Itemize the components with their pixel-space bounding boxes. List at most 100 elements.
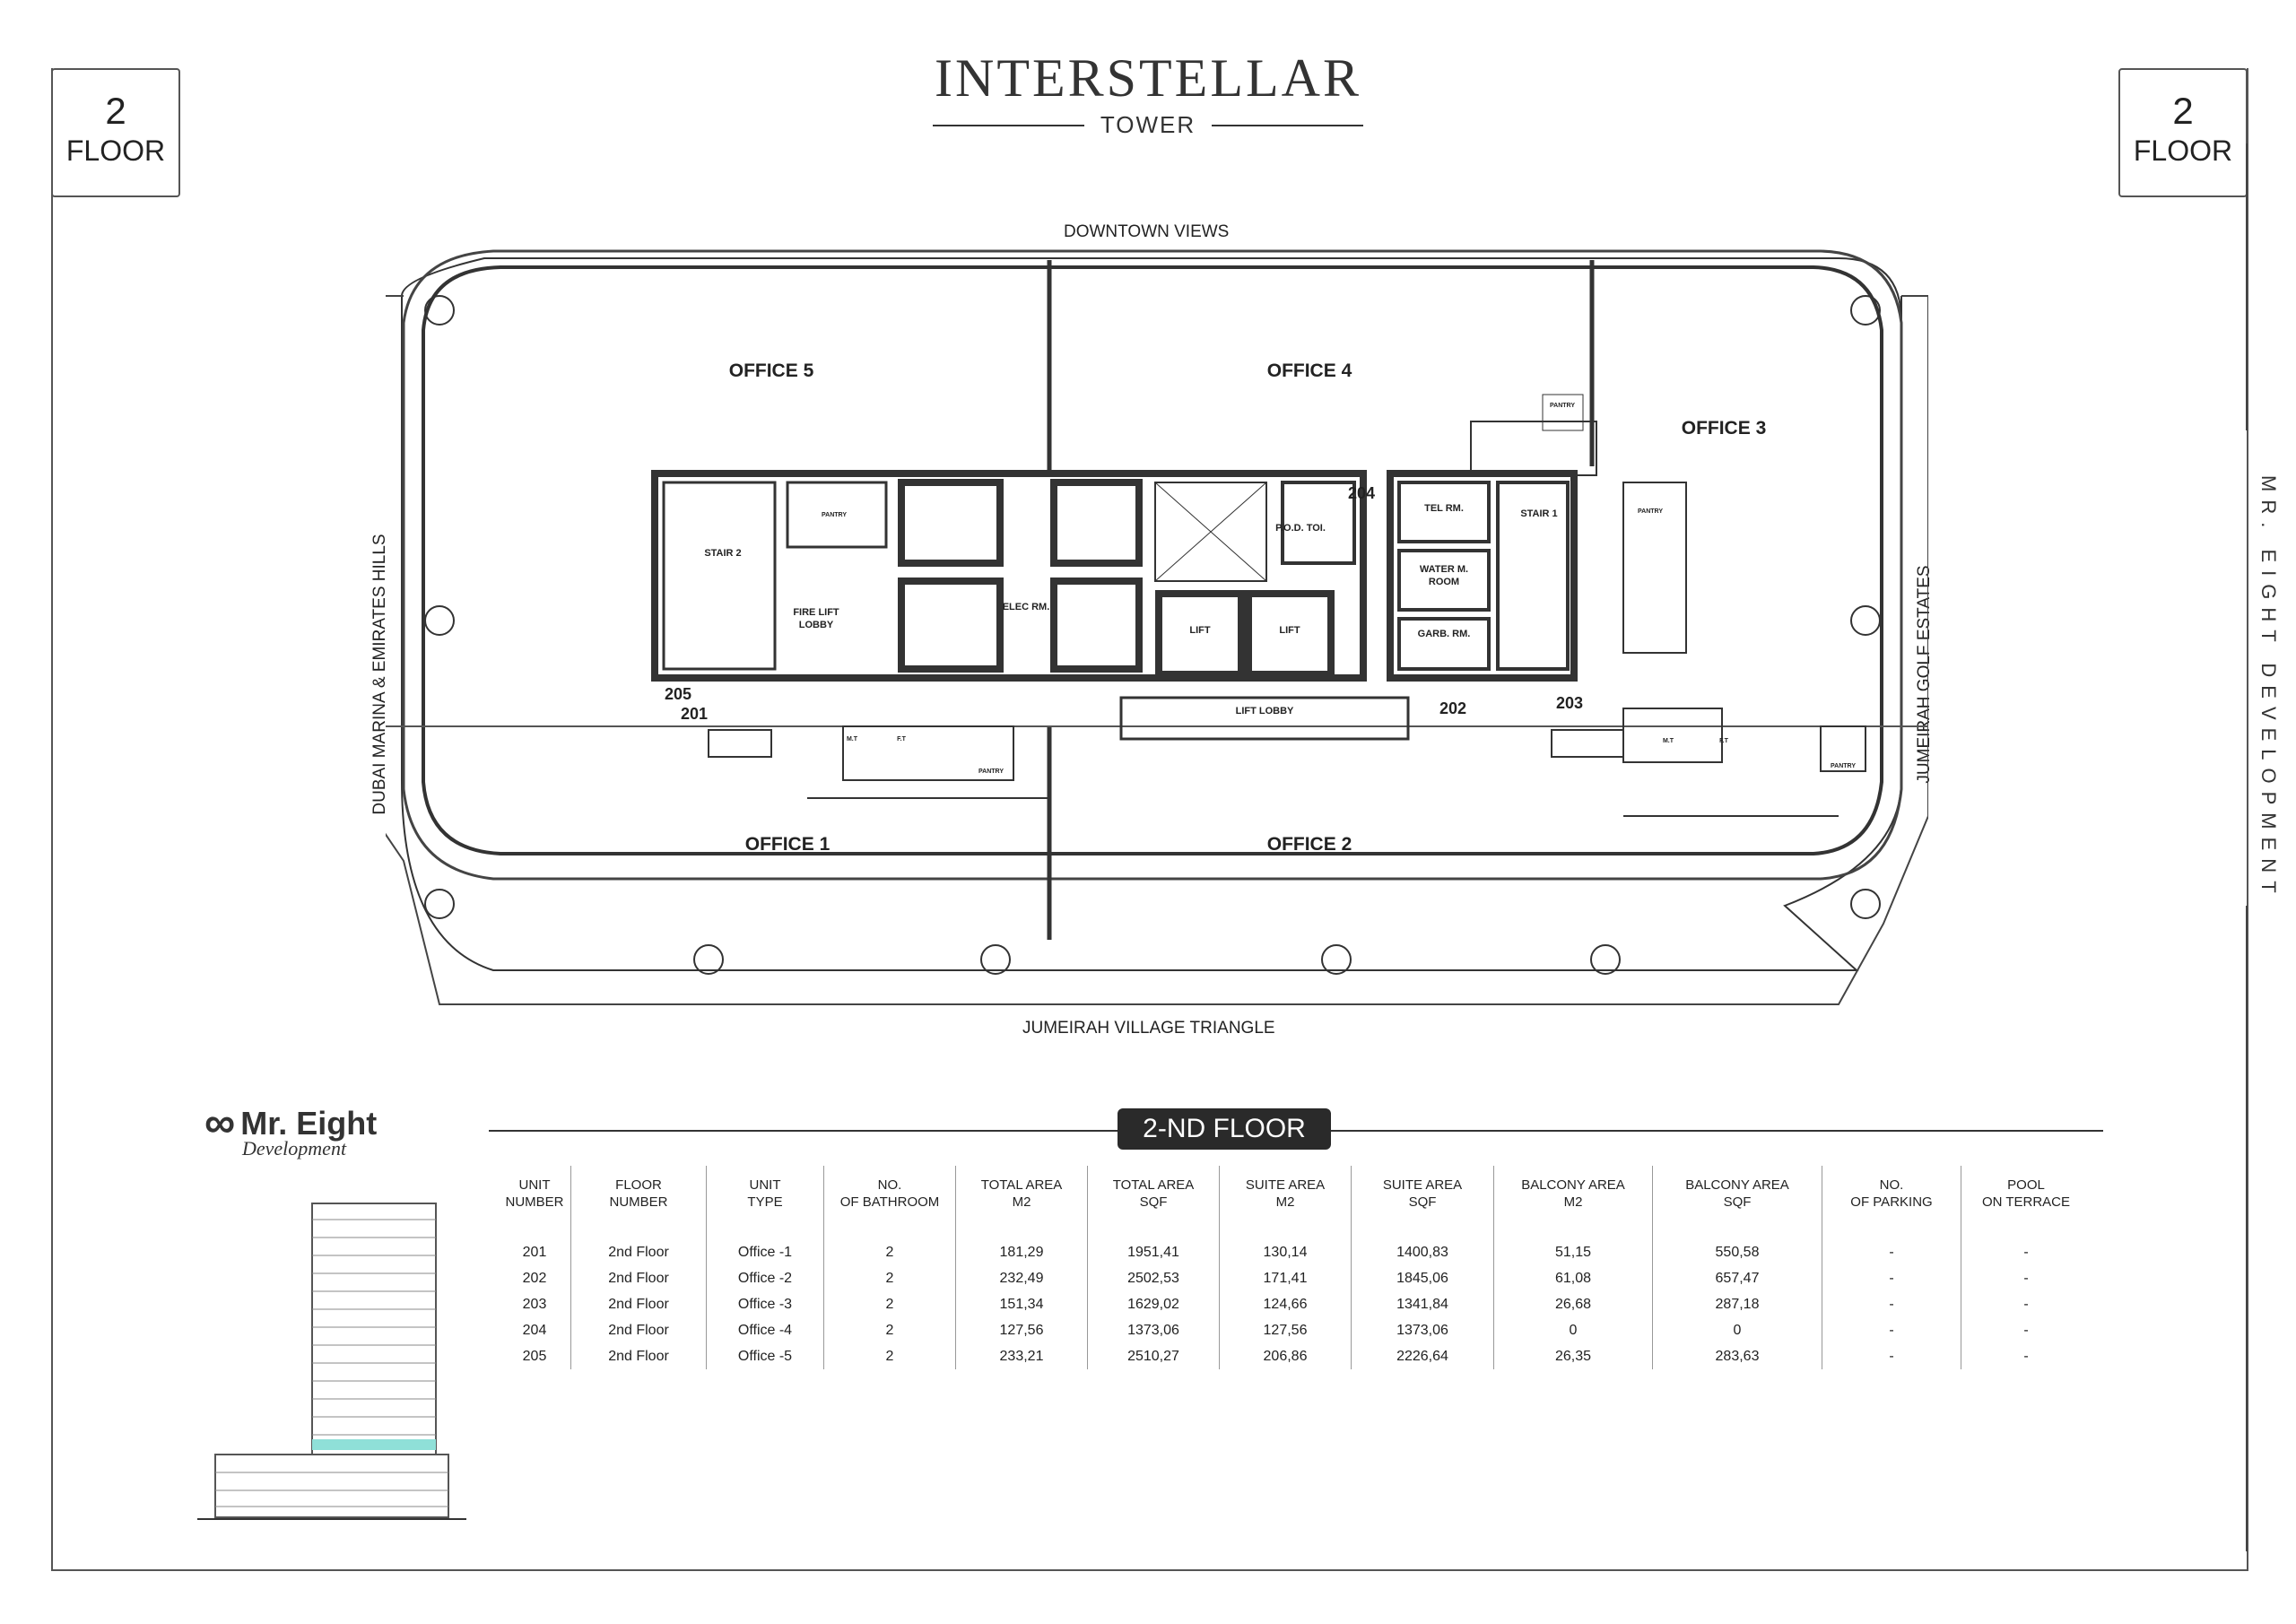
table-cell: Office -4 xyxy=(706,1317,824,1343)
core xyxy=(651,394,1866,817)
office-label: OFFICE 4 xyxy=(1267,360,1352,381)
table-cell: 1845,06 xyxy=(1351,1265,1494,1291)
table-cell: 657,47 xyxy=(1652,1265,1822,1291)
table-cell: 1629,02 xyxy=(1087,1291,1220,1317)
table-cell: 2226,64 xyxy=(1351,1343,1494,1369)
table-cell: 1400,83 xyxy=(1351,1239,1494,1265)
table-cell: 127,56 xyxy=(955,1317,1088,1343)
room-label: M.T xyxy=(847,736,858,743)
office-label: OFFICE 3 xyxy=(1682,418,1767,439)
table-cell: Office -5 xyxy=(706,1343,824,1369)
table-cell: - xyxy=(1961,1265,2091,1291)
office-labels: OFFICE 5 OFFICE 4 OFFICE 3 OFFICE 1 OFFI… xyxy=(729,360,1767,855)
table-cell: - xyxy=(1961,1291,2091,1317)
room-label: LOBBY xyxy=(799,620,834,630)
facade-outline xyxy=(402,249,1903,881)
table-cell: Office -3 xyxy=(706,1291,824,1317)
table-cell: 2nd Floor xyxy=(570,1291,707,1317)
room-labels: STAIR 2 PANTRY FIRE LIFT LOBBY ELEC RM. … xyxy=(704,403,1856,775)
table-cell: Office -2 xyxy=(706,1265,824,1291)
room-label: ROOM xyxy=(1429,577,1459,587)
room-label: PANTRY xyxy=(978,769,1004,775)
room-label: WATER M. xyxy=(1420,564,1468,575)
room-label: F.T xyxy=(1719,738,1728,744)
columns xyxy=(424,295,1881,975)
infinity-icon: ∞ xyxy=(204,1099,236,1147)
room-label: PANTRY xyxy=(822,512,847,518)
floor-label: FLOOR xyxy=(65,135,166,167)
room-label: P.O.D. TOI. xyxy=(1275,523,1326,534)
table-cell: - xyxy=(1822,1343,1961,1369)
table-cell: 2502,53 xyxy=(1087,1265,1220,1291)
logo-name: Mr. Eight xyxy=(240,1105,378,1142)
room-label: PANTRY xyxy=(1638,508,1663,515)
balcony-outline xyxy=(386,295,1928,1005)
office-label: OFFICE 1 xyxy=(745,834,831,855)
room-label: LIFT LOBBY xyxy=(1236,706,1294,716)
room-label: LIFT xyxy=(1279,625,1300,636)
room-label: STAIR 1 xyxy=(1520,508,1557,519)
column-header: NO.OF PARKING xyxy=(1822,1166,1961,1225)
room-label: GARB. RM. xyxy=(1418,629,1471,639)
unit-tag: 202 xyxy=(1439,699,1466,717)
table-cell: 203 xyxy=(522,1296,547,1312)
table-cell: 51,15 xyxy=(1493,1239,1653,1265)
table-cell: 233,21 xyxy=(955,1343,1088,1369)
column-header: NO.OF BATHROOM xyxy=(823,1166,956,1225)
highlighted-floor xyxy=(312,1439,436,1450)
brand-sub: TOWER xyxy=(933,111,1364,139)
table-cell: 2nd Floor xyxy=(570,1343,707,1369)
room-label: TEL RM. xyxy=(1424,503,1464,514)
table-cell: 2nd Floor xyxy=(570,1239,707,1265)
side-divider-top xyxy=(2246,143,2248,430)
side-brand-text: MR. EIGHT DEVELOPMENT xyxy=(2257,475,2280,901)
table-cell: 550,58 xyxy=(1652,1239,1822,1265)
table-cell: 1341,84 xyxy=(1351,1291,1494,1317)
table-cell: - xyxy=(1822,1239,1961,1265)
floor-label: FLOOR xyxy=(2133,135,2233,167)
table-cell: 2nd Floor xyxy=(570,1317,707,1343)
unit-tag: 204 xyxy=(1348,484,1375,502)
partitions xyxy=(1047,260,1595,940)
room-label: STAIR 2 xyxy=(704,548,741,559)
office-label: OFFICE 2 xyxy=(1267,834,1352,855)
table-cell: 0 xyxy=(1652,1317,1822,1343)
table-cell: 130,14 xyxy=(1219,1239,1352,1265)
unit-tag: 203 xyxy=(1556,694,1583,712)
side-divider-bottom xyxy=(2246,906,2248,1551)
unit-tag: 201 xyxy=(681,705,708,723)
office-label: OFFICE 5 xyxy=(729,360,814,381)
brand-sub-text: TOWER xyxy=(1100,111,1196,138)
floor-indicator-left: 2 FLOOR xyxy=(51,68,180,197)
room-label: PANTRY xyxy=(1550,403,1575,409)
table-cell: 1951,41 xyxy=(1087,1239,1220,1265)
table-cell: 283,63 xyxy=(1652,1343,1822,1369)
table-cell: - xyxy=(1822,1265,1961,1291)
table-cell: 2nd Floor xyxy=(570,1265,707,1291)
table-cell: 201 xyxy=(522,1244,547,1260)
room-label: LIFT xyxy=(1189,625,1210,636)
table-cell: - xyxy=(1961,1317,2091,1343)
table-cell: 287,18 xyxy=(1652,1291,1822,1317)
table-cell: 151,34 xyxy=(955,1291,1088,1317)
table-cell: 2 xyxy=(823,1343,956,1369)
table-cell: 26,35 xyxy=(1493,1343,1653,1369)
table-cell: - xyxy=(1822,1291,1961,1317)
brand-name: INTERSTELLAR xyxy=(935,48,1361,108)
table-cell: 2 xyxy=(823,1239,956,1265)
direction-top-label: DOWNTOWN VIEWS xyxy=(1064,222,1230,241)
